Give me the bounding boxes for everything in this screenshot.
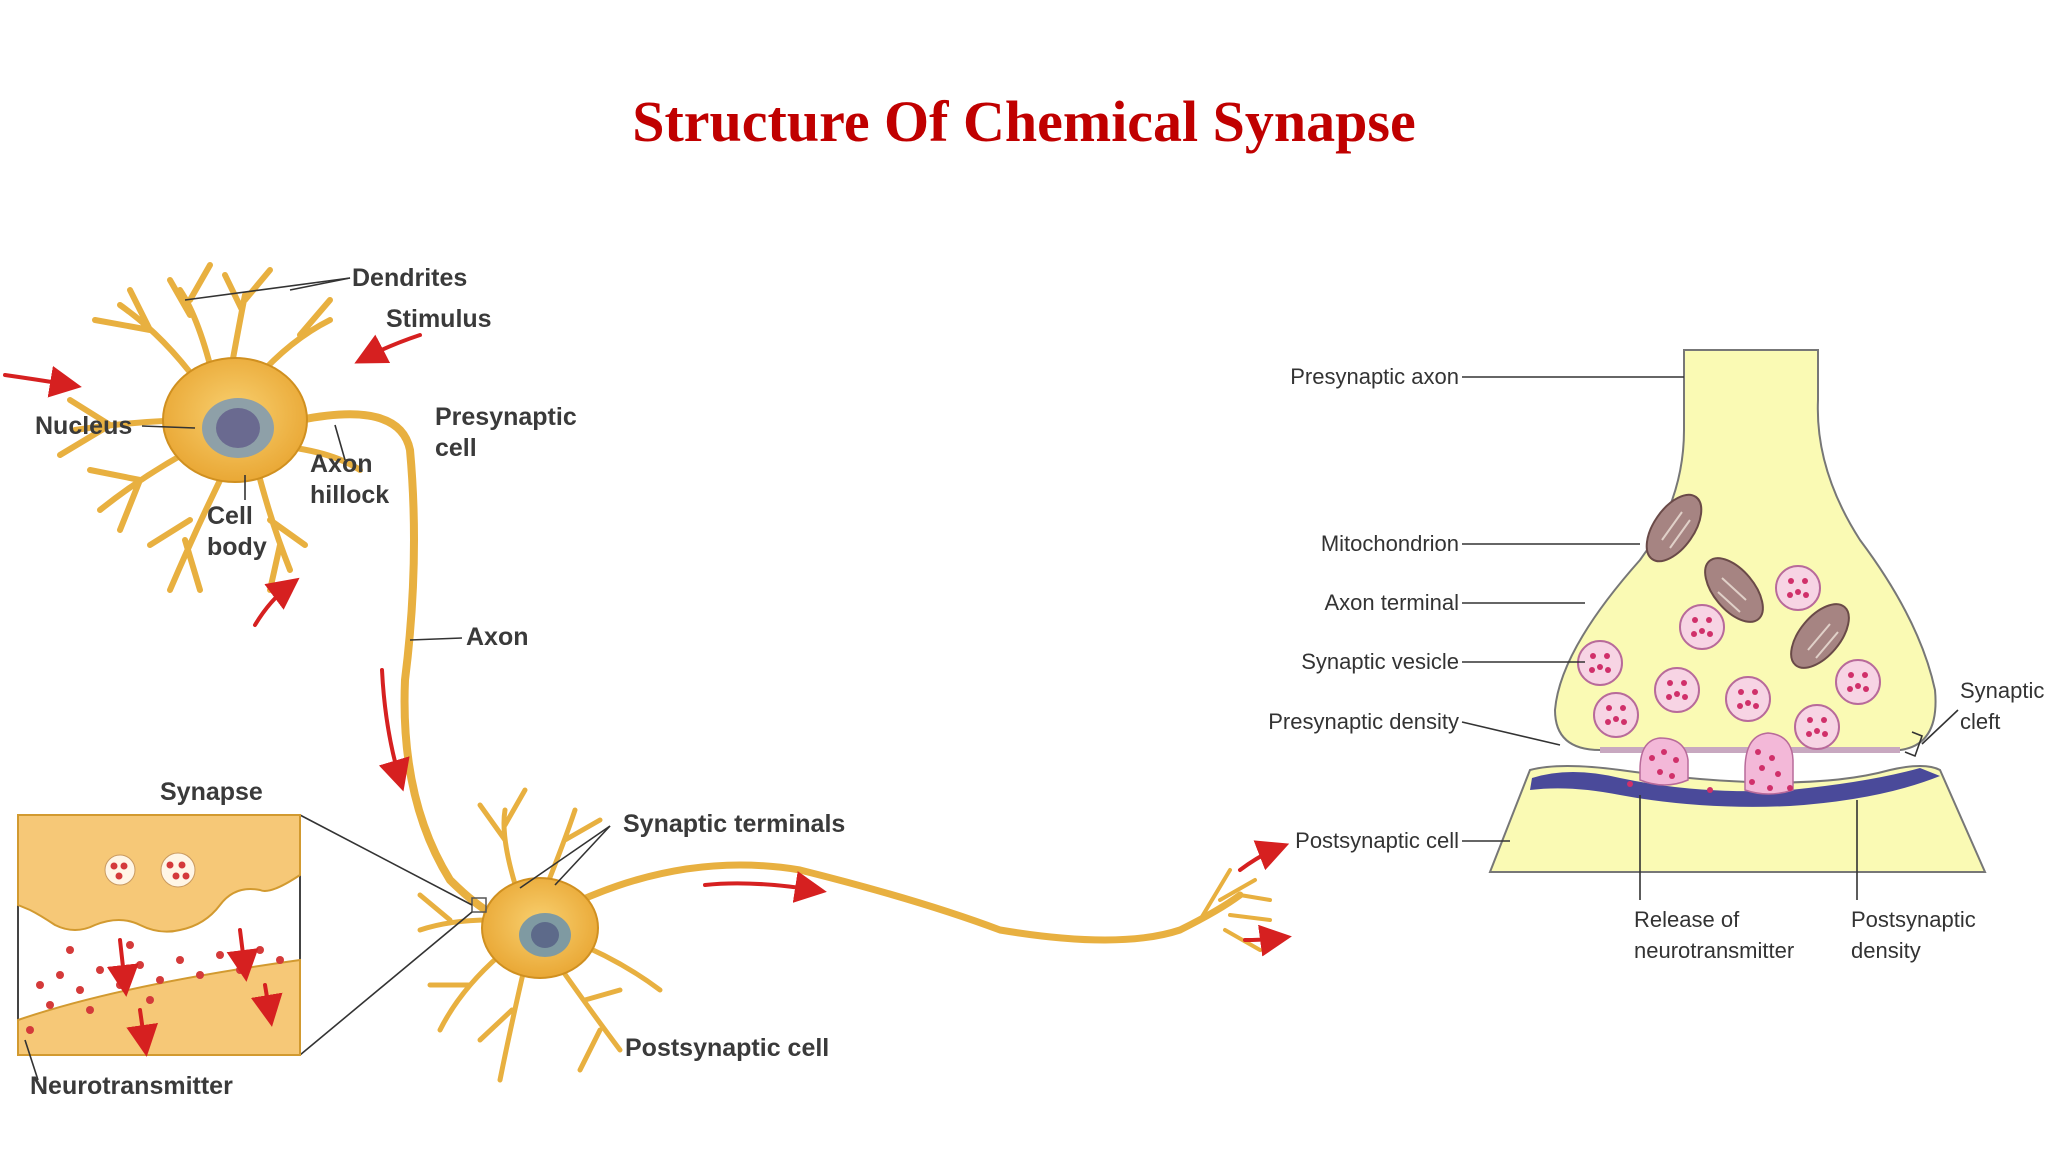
label-mitochondrion: Mitochondrion [1321,531,1459,556]
label-postsynaptic-cell-detail: Postsynaptic cell [1295,828,1459,853]
synapse-detail [1488,349,1987,873]
label-synaptic-vesicle: Synaptic vesicle [1301,649,1459,674]
label-synapse: Synapse [160,778,263,806]
neuron-labels: Dendrites Stimulus Nucleus Presynaptic c… [30,264,845,1100]
label-axon-terminal: Axon terminal [1324,590,1459,615]
label-presynaptic-density: Presynaptic density [1268,709,1459,734]
label-synaptic-cleft-line1: Synaptic [1960,678,2044,703]
label-synaptic-cleft-line2: cleft [1960,709,2000,734]
detail-labels: Presynaptic axon Mitochondrion Axon term… [1268,364,2044,963]
detail-leader-lines [1461,376,1858,900]
neuron-leader-lines [24,277,611,1081]
label-cell-body-line1: Cell [207,502,253,530]
synapse-inset [17,814,473,1057]
label-nucleus: Nucleus [35,412,132,440]
label-axon-hillock-line1: Axon [310,450,373,478]
presynaptic-neuron [57,262,524,929]
label-neurotransmitter: Neurotransmitter [30,1072,233,1100]
label-presynaptic-cell-line2: cell [435,434,477,462]
label-axon: Axon [466,623,529,651]
label-postsynaptic-density-line2: density [1851,938,1921,963]
page-title: Structure Of Chemical Synapse [632,89,1416,154]
label-postsynaptic-density-line1: Postsynaptic [1851,907,1976,932]
label-cell-body-line2: body [207,533,267,561]
label-release-line1: Release of [1634,907,1740,932]
postsynaptic-neuron [417,787,1272,1083]
label-presynaptic-axon: Presynaptic axon [1290,364,1459,389]
label-dendrites: Dendrites [352,264,467,292]
label-synaptic-terminals: Synaptic terminals [623,810,845,838]
label-postsynaptic-cell: Postsynaptic cell [625,1034,829,1062]
label-release-line2: neurotransmitter [1634,938,1794,963]
label-axon-hillock-line2: hillock [310,481,389,509]
label-presynaptic-cell-line1: Presynaptic [435,403,577,431]
label-stimulus: Stimulus [386,305,492,333]
signal-arrows [3,333,1292,957]
